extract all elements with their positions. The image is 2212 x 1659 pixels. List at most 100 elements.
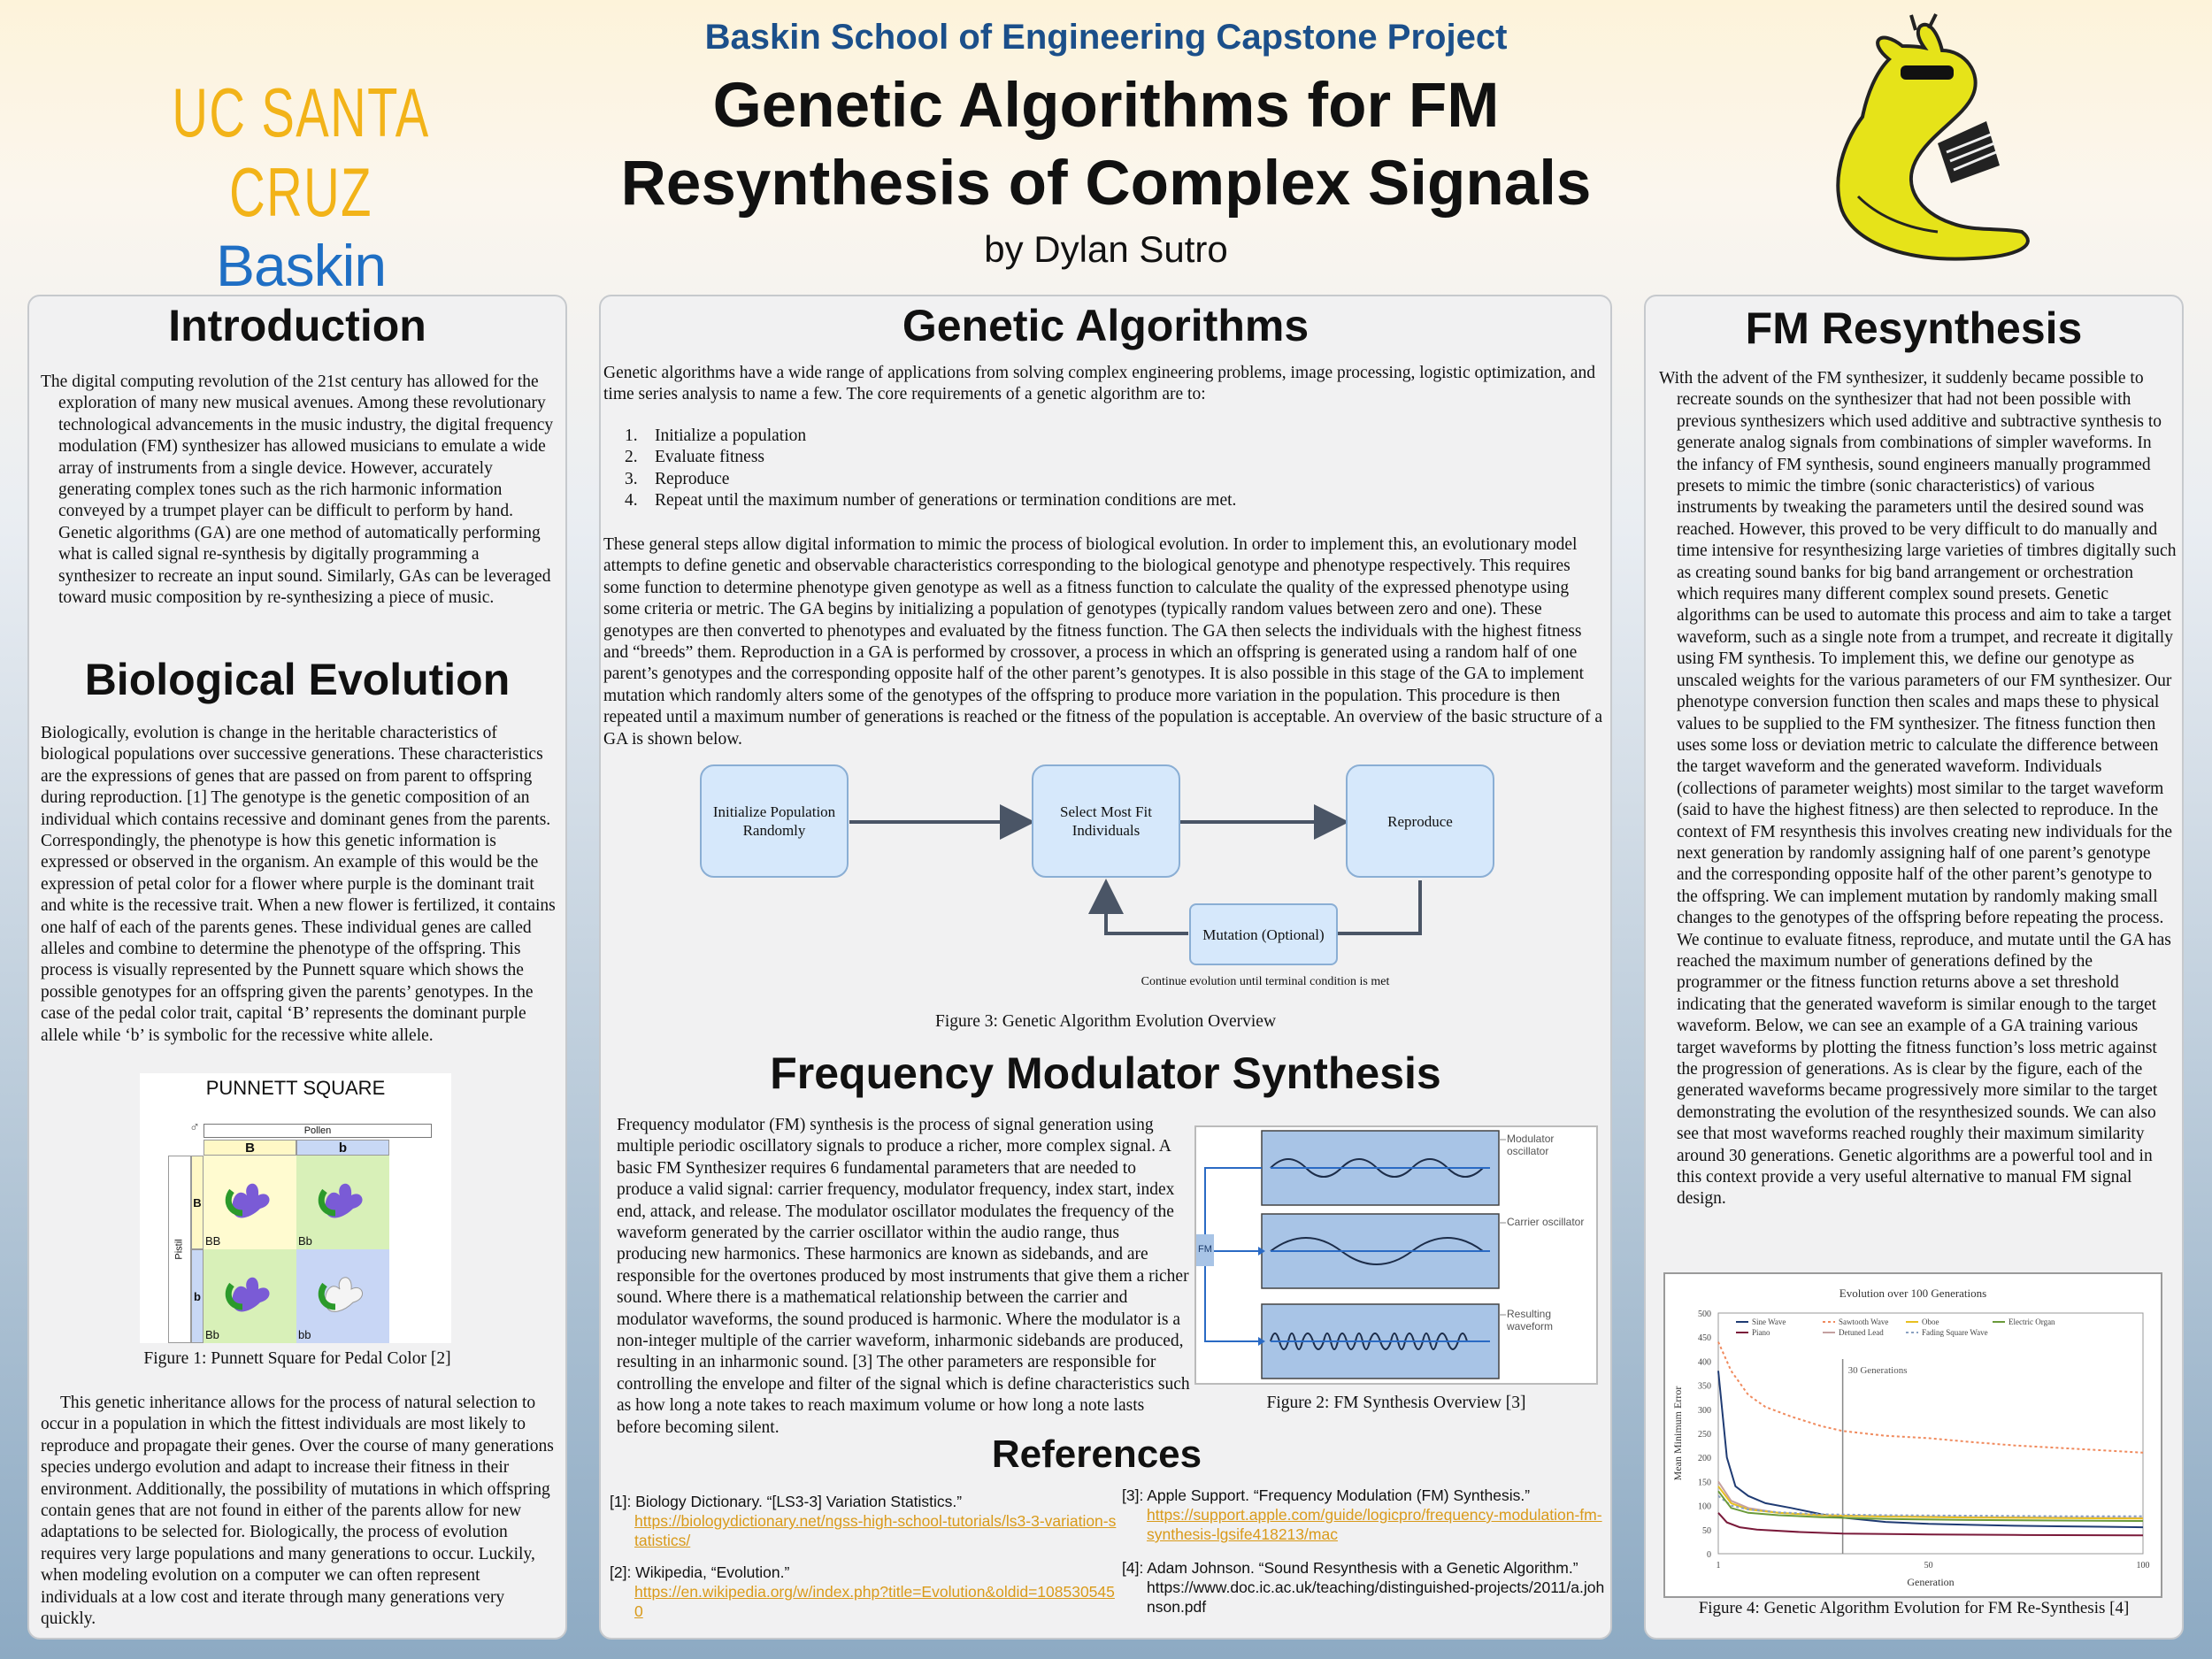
y-tick-label: 150 [1698, 1478, 1711, 1487]
flow-mutation: Mutation (Optional) [1189, 903, 1338, 965]
figure4-caption: Figure 4: Genetic Algorithm Evolution fo… [1698, 1599, 2130, 1617]
ga-step-1: 1.Initialize a population [625, 426, 807, 445]
purple-flower-icon [225, 1183, 270, 1218]
pistil-label: Pistil [173, 1239, 185, 1260]
cell-label-Bb-2: Bb [205, 1328, 219, 1341]
punnett-cell-Bb-top: Bb [296, 1156, 389, 1249]
ga-step-4: 4.Repeat until the maximum number of gen… [625, 491, 1237, 511]
introduction-heading: Introduction [168, 301, 426, 350]
genetic-algorithms-intro: Genetic algorithms have a wide range of … [603, 364, 1595, 404]
title-line-2: Resynthesis of Complex Signals [620, 149, 1592, 219]
fm-synthesis-figure: Modulator oscillator Carrier oscillator … [1194, 1125, 1598, 1385]
biological-evolution-heading: Biological Evolution [84, 655, 511, 704]
y-tick-label: 350 [1698, 1382, 1711, 1392]
ga-step-2: 2.Evaluate fitness [625, 448, 764, 467]
legend-label-4: Oboe [1922, 1317, 1939, 1326]
fm-resynthesis-text: With the advent of the FM synthesizer, i… [1659, 369, 2177, 1209]
chart-title: Evolution over 100 Generations [1839, 1286, 1986, 1300]
label-carrier-oscillator: Carrier oscillator [1507, 1216, 1585, 1228]
y-tick-label: 450 [1698, 1333, 1711, 1343]
pistil-allele-B: B [191, 1156, 204, 1249]
pollen-label: Pollen [204, 1124, 432, 1138]
pollen-allele-b: b [296, 1140, 389, 1156]
series-line-5 [1717, 1494, 2143, 1517]
poster-title: Genetic Algorithms for FM Resynthesis of… [549, 67, 1663, 223]
org-title: Baskin School of Engineering Capstone Pr… [704, 18, 1508, 57]
y-tick-label: 50 [1702, 1526, 1711, 1536]
fm-resynthesis-heading: FM Resynthesis [1745, 303, 2083, 353]
ga-steps-list: 1.Initialize a population 2.Evaluate fit… [625, 426, 1580, 512]
introduction-text: The digital computing revolution of the … [41, 373, 554, 608]
logo-ucsc-text: UC SANTA CRUZ [172, 73, 430, 231]
flow-initialize-population: Initialize Population Randomly [700, 764, 849, 878]
series-line-2 [1717, 1341, 2144, 1454]
biological-evolution-text: Biologically, evolution is change in the… [41, 724, 556, 1045]
legend-label-1: Piano [1752, 1328, 1770, 1337]
label-resulting-waveform: Resulting waveform [1507, 1308, 1554, 1333]
purple-flower-icon [318, 1183, 363, 1218]
label-fm: FM [1198, 1244, 1212, 1255]
genetic-algorithms-heading: Genetic Algorithms [902, 301, 1310, 350]
flow-select-most-fit: Select Most Fit Individuals [1032, 764, 1180, 878]
natural-selection-text: This genetic inheritance allows for the … [41, 1394, 554, 1629]
fm-diagram [1196, 1130, 1506, 1379]
x-tick-label: 100 [2137, 1561, 2150, 1571]
author: by Dylan Sutro [984, 228, 1228, 270]
y-tick-label: 300 [1698, 1406, 1711, 1416]
purple-flower-icon [225, 1277, 270, 1312]
legend-label-3: Detuned Lead [1839, 1328, 1884, 1337]
x-tick-labels: 1 50 100 [1717, 1561, 2150, 1571]
pistil-allele-b: b [191, 1249, 204, 1343]
legend-label-2: Sawtooth Wave [1839, 1317, 1888, 1326]
reference-2: [2]: Wikipedia, “Evolution.” https://en.… [610, 1563, 1118, 1621]
figure1-caption: Figure 1: Punnett Square for Pedal Color… [143, 1349, 451, 1368]
legend-label-0: Sine Wave [1752, 1317, 1786, 1326]
y-tick-label: 250 [1698, 1430, 1711, 1440]
title-line-1: Genetic Algorithms for FM [712, 71, 1500, 141]
punnett-cell-Bb-bottom: Bb [204, 1249, 296, 1343]
legend-label-5: Fading Square Wave [1922, 1328, 1988, 1337]
reference-1: [1]: Biology Dictionary. “[LS3-3] Variat… [610, 1492, 1118, 1550]
plot-area [1717, 1312, 2144, 1555]
x-tick-label: 50 [1924, 1561, 1933, 1571]
fm-synthesis-heading: Frequency Modulator Synthesis [770, 1048, 1441, 1098]
y-tick-label: 500 [1698, 1310, 1711, 1319]
y-tick-label: 0 [1707, 1550, 1711, 1560]
banana-slug-mascot-icon [1836, 13, 2030, 261]
genetic-algorithms-body: These general steps allow digital inform… [603, 535, 1602, 749]
series-line-1 [1717, 1512, 2144, 1537]
series-line-6 [1717, 1490, 2144, 1522]
pollen-allele-B: B [204, 1140, 296, 1156]
ga-flowchart-arrows [849, 804, 1422, 935]
annotation-label: 30 Generations [1848, 1365, 1908, 1376]
reference-2-link[interactable]: https://en.wikipedia.org/w/index.php?tit… [634, 1583, 1115, 1620]
reference-4: [4]: Adam Johnson. “Sound Resynthesis wi… [1122, 1558, 1609, 1617]
middle-column-panel [599, 295, 1612, 1640]
ucsc-baskin-logo: UC SANTA CRUZ Baskin Engineering [80, 73, 522, 365]
flow-note: Continue evolution until terminal condit… [1141, 975, 1390, 988]
legend-label-6: Electric Organ [2008, 1317, 2055, 1326]
left-column-panel [27, 295, 567, 1640]
cell-label-BB: BB [205, 1234, 221, 1248]
x-tick-label: 1 [1717, 1561, 1721, 1571]
y-tick-label: 100 [1698, 1502, 1711, 1512]
punnett-square-figure: PUNNETT SQUARE Pollen ♂ ♀ B b BB Bb Bb b… [140, 1073, 451, 1343]
label-modulator-oscillator: Modulator oscillator [1507, 1133, 1555, 1157]
reference-3-link[interactable]: https://support.apple.com/guide/logicpro… [1147, 1506, 1602, 1543]
punnett-cell-bb: bb [296, 1249, 389, 1343]
reference-3: [3]: Apple Support. “Frequency Modulatio… [1122, 1486, 1609, 1544]
series-line-4 [1717, 1486, 2144, 1520]
reference-1-link[interactable]: https://biologydictionary.net/ngss-high-… [634, 1512, 1117, 1549]
evolution-chart-svg: Evolution over 100 Generations 050100150… [1671, 1286, 2150, 1588]
male-symbol-icon: ♂ [189, 1120, 200, 1135]
reference-4-link[interactable]: https://www.doc.ic.ac.uk/teaching/distin… [1147, 1578, 1605, 1616]
ga-step-3: 3.Reproduce [625, 469, 730, 488]
figure2-caption: Figure 2: FM Synthesis Overview [3] [1266, 1394, 1526, 1412]
y-tick-label: 200 [1698, 1454, 1711, 1463]
punnett-title: PUNNETT SQUARE [205, 1077, 386, 1099]
flow-reproduce: Reproduce [1346, 764, 1494, 878]
cell-label-bb: bb [298, 1328, 311, 1341]
x-axis-label: Generation [1907, 1576, 1954, 1588]
